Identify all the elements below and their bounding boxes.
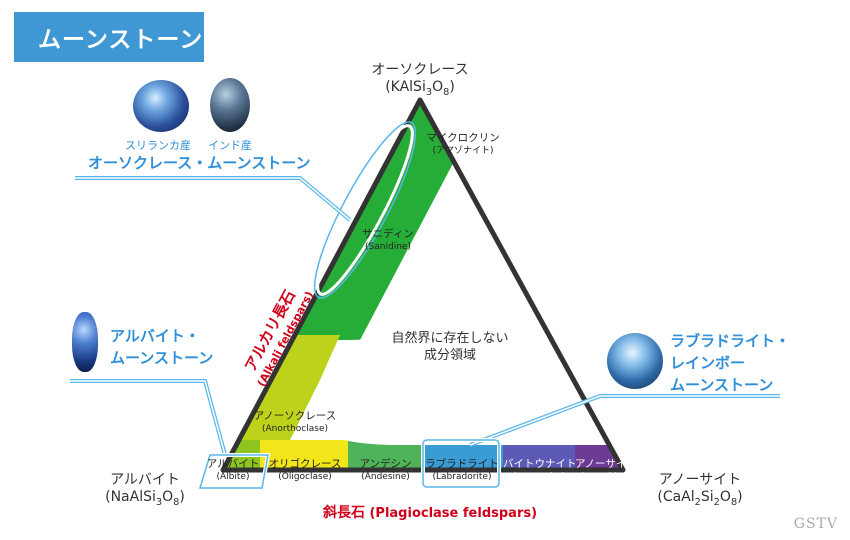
albite-label: アルバイト(Albite)	[200, 458, 266, 484]
plagioclase-label: 斜長石 (Plagioclase feldspars)	[300, 502, 560, 522]
ortho-callout-line	[75, 178, 350, 220]
ortho-moonstone-label: オーソクレース・ムーンストーン	[88, 152, 310, 174]
orthoclase-formula: (KAlSi3O8)	[360, 79, 480, 101]
center-note: 自然界に存在しない成分領域	[380, 330, 520, 364]
gstv-logo: GSTV	[794, 516, 838, 532]
albite-formula: (NaAlSi3O8)	[85, 489, 205, 511]
anorthoclase-label: アノーソクレース(Anorthoclase)	[245, 410, 345, 436]
vertex-right-label: アノーサイト (CaAl2Si2O8)	[640, 472, 760, 511]
sri-lanka-label: スリランカ産	[125, 137, 191, 153]
bytownite-label: バイトウナイト(Bytownite)	[503, 458, 575, 484]
microcline-label: マイクロクリン(アマゾナイト)	[418, 132, 508, 158]
anorthite-label: アノーサイト(Anorthite)	[575, 458, 635, 484]
albite-moonstone-label: アルバイト・ムーンストーン	[110, 325, 213, 369]
andesine-label: アンデシン(Andesine)	[348, 458, 423, 484]
india-label: インド産	[208, 137, 252, 153]
anorthite-formula: (CaAl2Si2O8)	[640, 489, 760, 511]
vertex-left-label: アルバイト (NaAlSi3O8)	[85, 472, 205, 511]
albite-moonstone-gem	[72, 312, 98, 372]
sri-lanka-moonstone-gem	[133, 80, 189, 132]
albite-callout-line	[70, 381, 225, 455]
labradorite-moonstone-gem	[607, 333, 663, 389]
labradorite-label: ラブラドライト(Labradorite)	[423, 458, 501, 484]
sanidine-label: サニディン(Sanidine)	[348, 228, 428, 254]
india-moonstone-gem	[210, 78, 250, 132]
vertex-top-label: オーソクレース (KAlSi3O8)	[360, 62, 480, 101]
oligoclase-label: オリゴクレース(Oligoclase)	[262, 458, 348, 484]
anorthite-vertex-name: アノーサイト	[640, 472, 760, 489]
labradorite-moonstone-label: ラブラドライト・レインボームーンストーン	[670, 330, 790, 396]
albite-vertex-name: アルバイト	[85, 472, 205, 489]
orthoclase-name: オーソクレース	[360, 62, 480, 79]
